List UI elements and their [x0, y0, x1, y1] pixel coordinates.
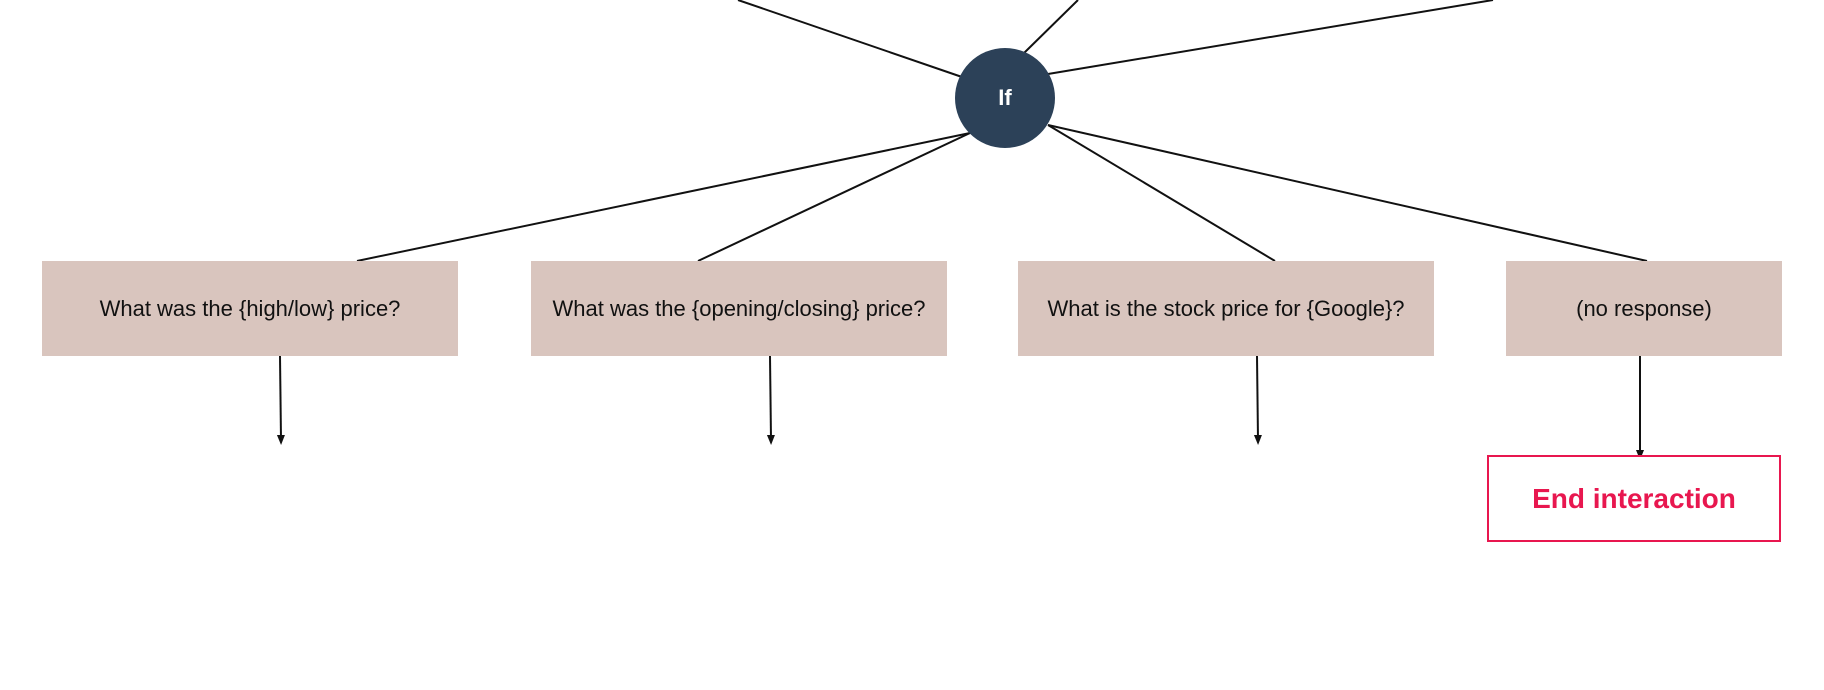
down-arrow-opening-closing: [766, 355, 775, 445]
branch-box-text: What is the stock price for {Google}?: [1047, 295, 1405, 321]
branch-connector-no-response: [1047, 124, 1648, 262]
down-arrow-stock-price: [1253, 355, 1262, 445]
branch-connector-stock-price: [1047, 124, 1276, 262]
incoming-connector-left: [737, 0, 963, 78]
branch-box-stock-price: What is the stock price for {Google}?: [1018, 261, 1434, 356]
end-interaction-node: End interaction: [1487, 455, 1781, 542]
branch-box-opening-closing: What was the {opening/closing} price?: [531, 261, 947, 356]
branch-connector-opening-closing: [697, 132, 971, 262]
incoming-connector-center: [1022, 0, 1079, 55]
branch-box-high-low: What was the {high/low} price?: [42, 261, 458, 356]
incoming-connector-right: [1047, 0, 1494, 75]
branch-connector-high-low: [356, 132, 971, 262]
down-arrow-high-low: [276, 355, 285, 445]
branch-box-text: What was the {opening/closing} price?: [552, 295, 926, 321]
branch-box-text: What was the {high/low} price?: [99, 295, 401, 321]
end-interaction-label: End interaction: [1532, 482, 1736, 514]
branch-box-no-response: (no response): [1506, 261, 1782, 356]
decision-node-if: If: [955, 48, 1055, 148]
decision-node-label: If: [998, 85, 1012, 110]
branch-box-text: (no response): [1576, 295, 1712, 321]
